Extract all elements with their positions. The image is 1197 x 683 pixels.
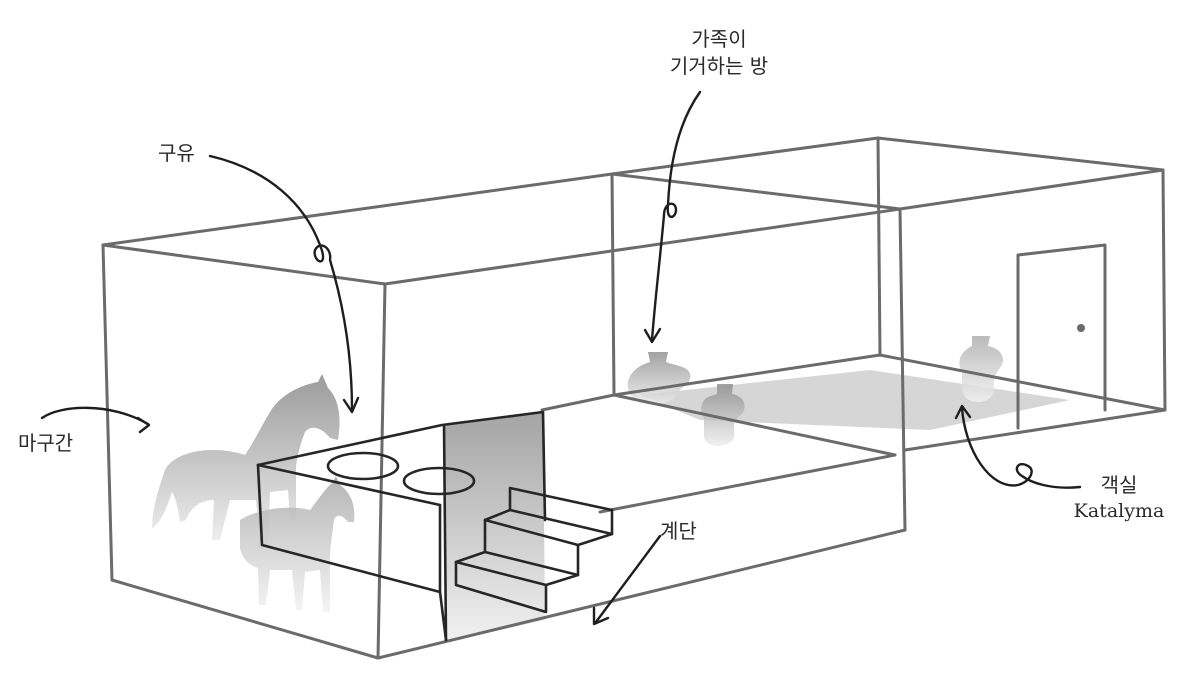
manger-bowl-2 — [402, 466, 476, 496]
stair-riser-1 — [508, 508, 614, 536]
manger-top — [256, 410, 545, 467]
family-room-label: 가족이 기거하는 방 — [664, 26, 774, 80]
family-room-arrowhead — [643, 327, 662, 344]
horse-shapes — [152, 374, 355, 612]
back-post-2 — [876, 136, 882, 357]
left-wall — [101, 243, 114, 582]
front-right-corner — [898, 207, 907, 532]
front-left-corner — [376, 282, 387, 660]
manger-bowl-1 — [326, 451, 400, 481]
upper-roof-back — [610, 136, 1165, 176]
large-horse — [152, 374, 340, 545]
manger-front — [256, 463, 442, 507]
guest-room-label-korean: 객실 — [1100, 473, 1138, 497]
guest-room-label: 객실 Katalyma — [1064, 472, 1174, 525]
door-frame — [1016, 243, 1107, 430]
stair-wall-top — [442, 423, 448, 642]
stairs-arrowhead — [592, 606, 610, 626]
stable-arrowhead — [136, 416, 151, 434]
stair-tread-1 — [483, 518, 580, 547]
jar-3 — [959, 336, 1004, 402]
building-outline — [101, 136, 1167, 660]
stair-wall-shade — [444, 412, 545, 642]
stable-arrow — [40, 406, 150, 426]
manger-and-stairs — [256, 410, 614, 642]
floor-front-right — [376, 528, 907, 660]
raised-floor-front — [598, 453, 897, 514]
guest-room-arrow — [960, 406, 1082, 489]
upper-floor-front — [903, 408, 1167, 452]
manger-left-side — [256, 463, 442, 594]
small-horse — [240, 476, 355, 612]
floor-front — [110, 578, 380, 660]
back-post-1 — [610, 172, 616, 397]
family-room-label-line2: 기거하는 방 — [669, 54, 769, 78]
upper-right-corner — [1161, 168, 1167, 412]
jar-2 — [701, 384, 745, 446]
jar-shapes — [627, 336, 1004, 446]
stair-wall-right — [541, 410, 547, 522]
manger-arrowhead — [342, 396, 360, 414]
roof-front-edge — [101, 207, 902, 286]
stairs-arrow — [594, 534, 662, 624]
manger-inner-line — [438, 503, 448, 642]
upper-floor-back — [878, 353, 1167, 412]
family-room-arrow — [650, 90, 702, 342]
manger-arrow — [208, 154, 354, 412]
manger-label: 구유 — [158, 141, 195, 165]
roof-back-edge — [101, 172, 614, 247]
stair-tread-2 — [454, 560, 548, 587]
door-knob — [1077, 324, 1085, 332]
upper-roof-inner — [610, 168, 1165, 211]
stair-riser-2 — [483, 550, 580, 577]
guest-room-label-greek: Katalyma — [1073, 500, 1165, 522]
stable-label: 마구간 — [18, 431, 74, 455]
family-room-label-line1: 가족이 — [691, 27, 747, 51]
raised-floor-back — [540, 393, 616, 412]
raised-back-rail — [612, 353, 882, 397]
raised-floor-edge — [612, 393, 897, 457]
annotation-arrows — [40, 90, 1082, 626]
stairs-label: 계단 — [660, 519, 697, 543]
guest-room-arrowhead — [954, 404, 972, 420]
